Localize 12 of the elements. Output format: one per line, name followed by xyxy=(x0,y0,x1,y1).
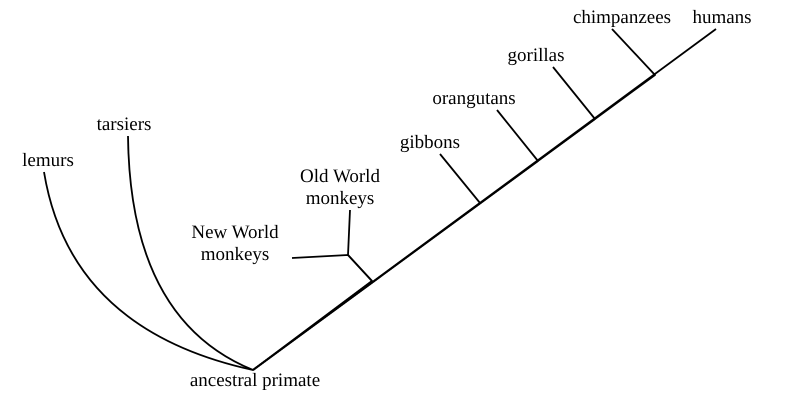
taxon-label: chimpanzees xyxy=(565,7,679,29)
taxon-label: gorillas xyxy=(496,45,576,67)
branch-line xyxy=(43,172,254,371)
taxon-label: humans xyxy=(684,7,760,29)
branch-line xyxy=(127,136,254,371)
taxon-label: gibbons xyxy=(392,132,468,154)
taxon-label: lemurs xyxy=(10,150,86,172)
taxon-label: orangutans xyxy=(418,88,530,110)
taxon-label: Old World monkeys xyxy=(285,166,395,210)
taxon-label: tarsiers xyxy=(82,114,166,136)
taxon-label: New World monkeys xyxy=(178,222,292,266)
taxon-label: ancestral primate xyxy=(180,370,330,392)
